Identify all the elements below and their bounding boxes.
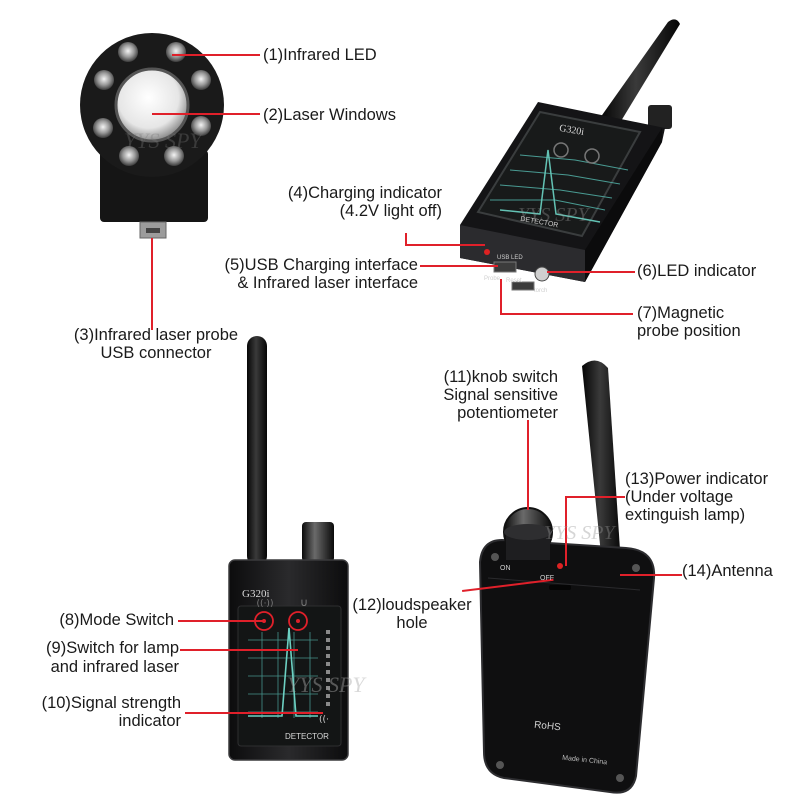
- callout-mode-switch: (8)Mode Switch: [59, 611, 174, 629]
- infrared-laser-probe: [80, 33, 224, 239]
- callout-line-4a: [405, 233, 407, 245]
- callout-line-13a: [565, 496, 567, 566]
- callout-line-2: [152, 113, 260, 115]
- callout-magnetic-line2: probe position: [637, 322, 741, 340]
- infrared-led-icon: [93, 42, 211, 166]
- callout-usb-interface-line2: & Infrared laser interface: [237, 274, 418, 292]
- port-torch-label: torch: [534, 288, 548, 294]
- device-front-model: G320i: [242, 588, 270, 600]
- callout-line-11: [527, 420, 529, 510]
- callout-usb-interface-line1: (5)USB Charging interface: [224, 256, 418, 274]
- rohs-mark: RoHS: [533, 719, 562, 734]
- watermark: YYS SPY: [287, 672, 365, 697]
- svg-text:((·)): ((·)): [257, 599, 274, 609]
- callout-antenna: (14)Antenna: [682, 562, 773, 580]
- callout-line-7a: [500, 279, 502, 314]
- callout-signal-strength-line1: (10)Signal strength: [41, 694, 181, 712]
- callout-magnetic-line1: (7)Magnetic: [637, 304, 725, 322]
- callout-charging-line1: (4)Charging indicator: [287, 184, 442, 202]
- lamp-switch-icon: [288, 611, 308, 631]
- callout-power-line1: (13)Power indicator: [625, 470, 769, 488]
- callout-line-3: [151, 238, 153, 330]
- callout-line-6: [547, 271, 635, 273]
- port-usb-led-label: USB LED: [497, 255, 523, 261]
- device-front: ((·)) ∪ ((·: [228, 336, 349, 761]
- laser-window: [114, 67, 190, 143]
- callout-led-indicator: (6)LED indicator: [637, 262, 757, 280]
- callout-knob-line1: (11)knob switch: [443, 368, 558, 386]
- callout-line-1: [172, 54, 260, 56]
- callout-infrared-led: (1)Infrared LED: [263, 46, 377, 64]
- callout-charging-line2: (4.2V light off): [339, 202, 442, 220]
- signal-strength-bars: [326, 630, 330, 706]
- callout-speaker-line2: hole: [396, 614, 428, 632]
- callout-power-line2: (Under voltage: [625, 488, 734, 506]
- watermark: YYS SPY: [124, 128, 202, 153]
- svg-text:∪: ∪: [300, 596, 308, 609]
- callout-probe-usb-line2: USB connector: [100, 344, 212, 362]
- callout-knob-line2: Signal sensitive: [443, 386, 558, 404]
- callout-lamp-switch-line1: (9)Switch for lamp: [46, 639, 179, 657]
- callout-laser-windows: (2)Laser Windows: [263, 106, 396, 124]
- callout-line-5: [420, 265, 498, 267]
- callout-line-14: [620, 574, 682, 576]
- device-top: [478, 360, 656, 794]
- watermark: YYS SPY: [544, 522, 615, 544]
- watermark: YYS SPY: [518, 204, 589, 226]
- callout-line-10: [185, 712, 323, 714]
- callout-signal-strength-line2: indicator: [118, 712, 181, 730]
- callout-line-4b: [405, 244, 485, 246]
- callout-knob-line3: potentiometer: [457, 404, 558, 422]
- loudspeaker-hole: [549, 585, 571, 590]
- svg-text:((·: ((·: [319, 715, 329, 725]
- callout-probe-usb-line1: (3)Infrared laser probe: [73, 326, 239, 344]
- callout-line-13b: [565, 496, 625, 498]
- device-front-screen-label: DETECTOR: [285, 732, 329, 741]
- callout-lamp-switch-line2: and infrared laser: [50, 658, 179, 676]
- device-angled: [460, 19, 680, 291]
- power-indicator-icon: [557, 563, 563, 569]
- callout-line-9: [180, 649, 298, 651]
- port-probe-label: Probe: [484, 276, 501, 282]
- port-reset-label: Reset: [506, 278, 522, 284]
- callout-line-8: [178, 620, 264, 622]
- callout-speaker-line1: (12)loudspeaker: [352, 596, 472, 614]
- knob-off-label: OFF: [540, 575, 554, 582]
- callout-power-line3: extinguish lamp): [625, 506, 746, 524]
- knob-on-label: ON: [500, 565, 511, 572]
- callout-line-7b: [500, 313, 633, 315]
